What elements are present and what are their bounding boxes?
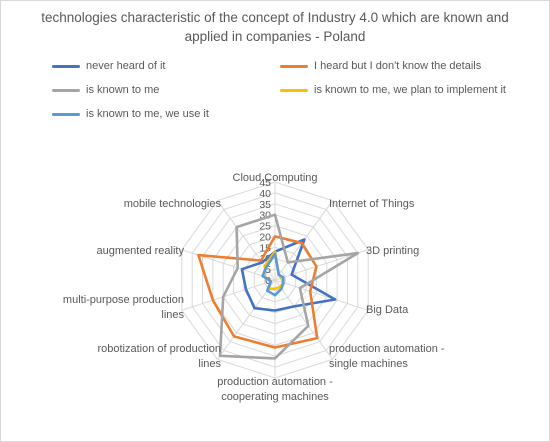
- legend-swatch: [280, 88, 308, 92]
- tick-label: 40: [259, 188, 271, 200]
- tick-label: 25: [259, 221, 271, 233]
- grid-spoke: [181, 279, 276, 311]
- tick-label: 45: [259, 177, 271, 189]
- legend-item-plan-implement: is known to me, we plan to implement it: [280, 84, 506, 96]
- tick-label: 20: [259, 231, 271, 243]
- legend-swatch: [52, 112, 80, 116]
- tick-label: 30: [259, 210, 271, 222]
- chart-title: technologies characteristic of the conce…: [41, 10, 509, 44]
- category-label: production automation -cooperating machi…: [217, 376, 333, 403]
- legend-label: I heard but I don't know the details: [314, 60, 482, 72]
- category-label: Cloud Computing: [233, 172, 318, 184]
- category-label: production automation -single machines: [329, 343, 445, 370]
- series-line-3: [218, 213, 360, 360]
- legend-swatch: [280, 64, 308, 68]
- tick-label: 5: [265, 264, 271, 276]
- legend-swatch: [52, 88, 80, 92]
- legend-item-known: is known to me: [52, 84, 159, 96]
- tick-label: 35: [259, 199, 271, 211]
- category-label: Big Data: [366, 304, 409, 316]
- legend-item-never-heard: never heard of it: [52, 60, 166, 72]
- grid-spoke: [274, 279, 334, 360]
- grid-spoke: [274, 279, 369, 311]
- legend-label: never heard of it: [86, 60, 166, 72]
- legend-swatch: [52, 64, 80, 68]
- legend-item-we-use-it: is known to me, we use it: [52, 108, 209, 120]
- legend-label: is known to me, we use it: [86, 108, 209, 120]
- legend-label: is known to me: [86, 84, 160, 96]
- tick-label: 15: [259, 242, 271, 254]
- legend-label: is known to me, we plan to implement it: [314, 84, 506, 96]
- series-line-5: [261, 252, 285, 297]
- category-label: augmented reality: [97, 245, 185, 257]
- series-line-1: [240, 238, 337, 312]
- category-label: mobile technologies: [124, 198, 222, 210]
- legend-item-heard-no-details: I heard but I don't know the details: [280, 60, 481, 72]
- category-label: Internet of Things: [329, 198, 415, 210]
- grid-spoke: [216, 279, 276, 360]
- category-label: 3D printing: [366, 245, 419, 257]
